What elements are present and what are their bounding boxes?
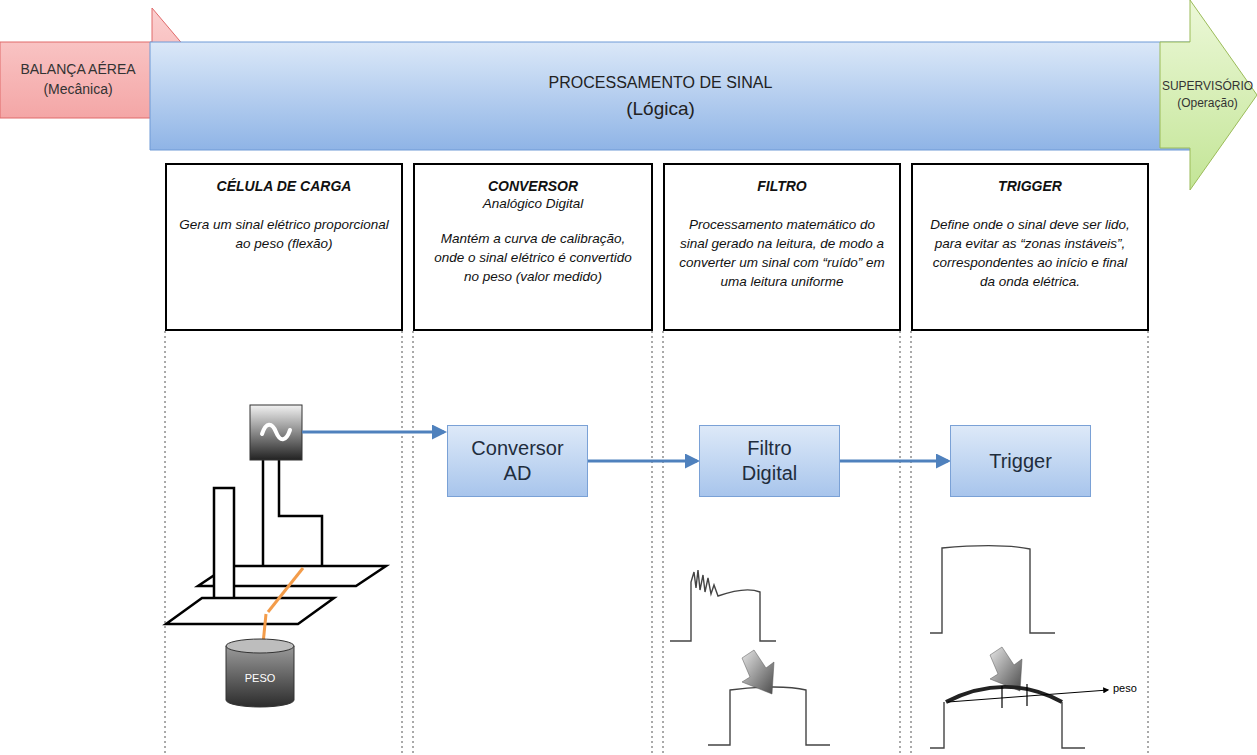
blue-shape <box>150 42 1215 150</box>
stage-subtitle: Analógico Digital <box>483 195 584 213</box>
read-marker <box>1026 684 1027 706</box>
stage-heading: CONVERSOR <box>488 177 578 195</box>
axis-label: peso <box>1112 682 1138 694</box>
process-label: Conversor AD <box>466 436 570 486</box>
load-cell-frame <box>166 460 386 624</box>
stage-arrow: SUPERVISÓRIO(Operação) <box>1160 0 1257 190</box>
stage-box: CONVERSORAnalógico DigitalMantém a curva… <box>413 163 653 331</box>
arrow-label: (Operação) <box>1177 95 1238 112</box>
transform-arrow <box>742 650 774 694</box>
process-label: Filtro Digital <box>718 436 822 486</box>
weight-label: PESO <box>245 672 276 684</box>
stage-box: CÉLULA DE CARGA Gera um sinal elétrico pr… <box>165 163 403 331</box>
stage-heading: CÉLULA DE CARGA <box>217 177 352 195</box>
weight-axis <box>948 690 1108 702</box>
arrow-label: (Mecânica) <box>43 79 112 99</box>
band-label: PROCESSAMENTO DE SINAL <box>549 70 773 96</box>
process-box: Trigger <box>950 425 1091 497</box>
load-cell-rod <box>263 568 303 644</box>
flow-arrow <box>588 460 697 463</box>
stage-heading: FILTRO <box>757 177 807 195</box>
stage-heading: TRIGGER <box>998 177 1062 195</box>
column-guides <box>165 331 1148 755</box>
stage-description: Mantém a curva de calibração, onde o sin… <box>427 229 639 286</box>
weight-cylinder: PESO <box>225 638 295 708</box>
process-band: PROCESSAMENTO DE SINAL(Lógica) <box>150 42 1215 150</box>
stage-description: Define onde o sinal deve ser lido, para … <box>925 215 1135 291</box>
read-marker <box>1001 686 1002 708</box>
stage-box: TRIGGER Define onde o sinal deve ser lido… <box>911 163 1149 331</box>
trigger-graphs <box>930 546 1085 748</box>
band-label: (Lógica) <box>626 96 695 122</box>
process-label: Trigger <box>989 449 1052 474</box>
process-box: Filtro Digital <box>699 425 840 497</box>
arrow-label: SUPERVISÓRIO <box>1162 78 1253 95</box>
arrow-label: BALANÇA AÉREA <box>20 59 135 79</box>
filter-graphs <box>670 570 830 745</box>
stage-description: Gera um sinal elétrico proporcional ao p… <box>179 215 389 253</box>
flow-arrow <box>840 460 948 463</box>
stage-description: Processamento matemático do sinal gerado… <box>677 215 887 291</box>
stage-box: FILTRO Processamento matemático do sinal … <box>663 163 901 331</box>
transform-arrow <box>990 647 1022 691</box>
signal-source <box>250 405 302 460</box>
process-box: Conversor AD <box>447 425 588 497</box>
signal-wire <box>302 431 444 434</box>
green-shape <box>1160 0 1257 190</box>
